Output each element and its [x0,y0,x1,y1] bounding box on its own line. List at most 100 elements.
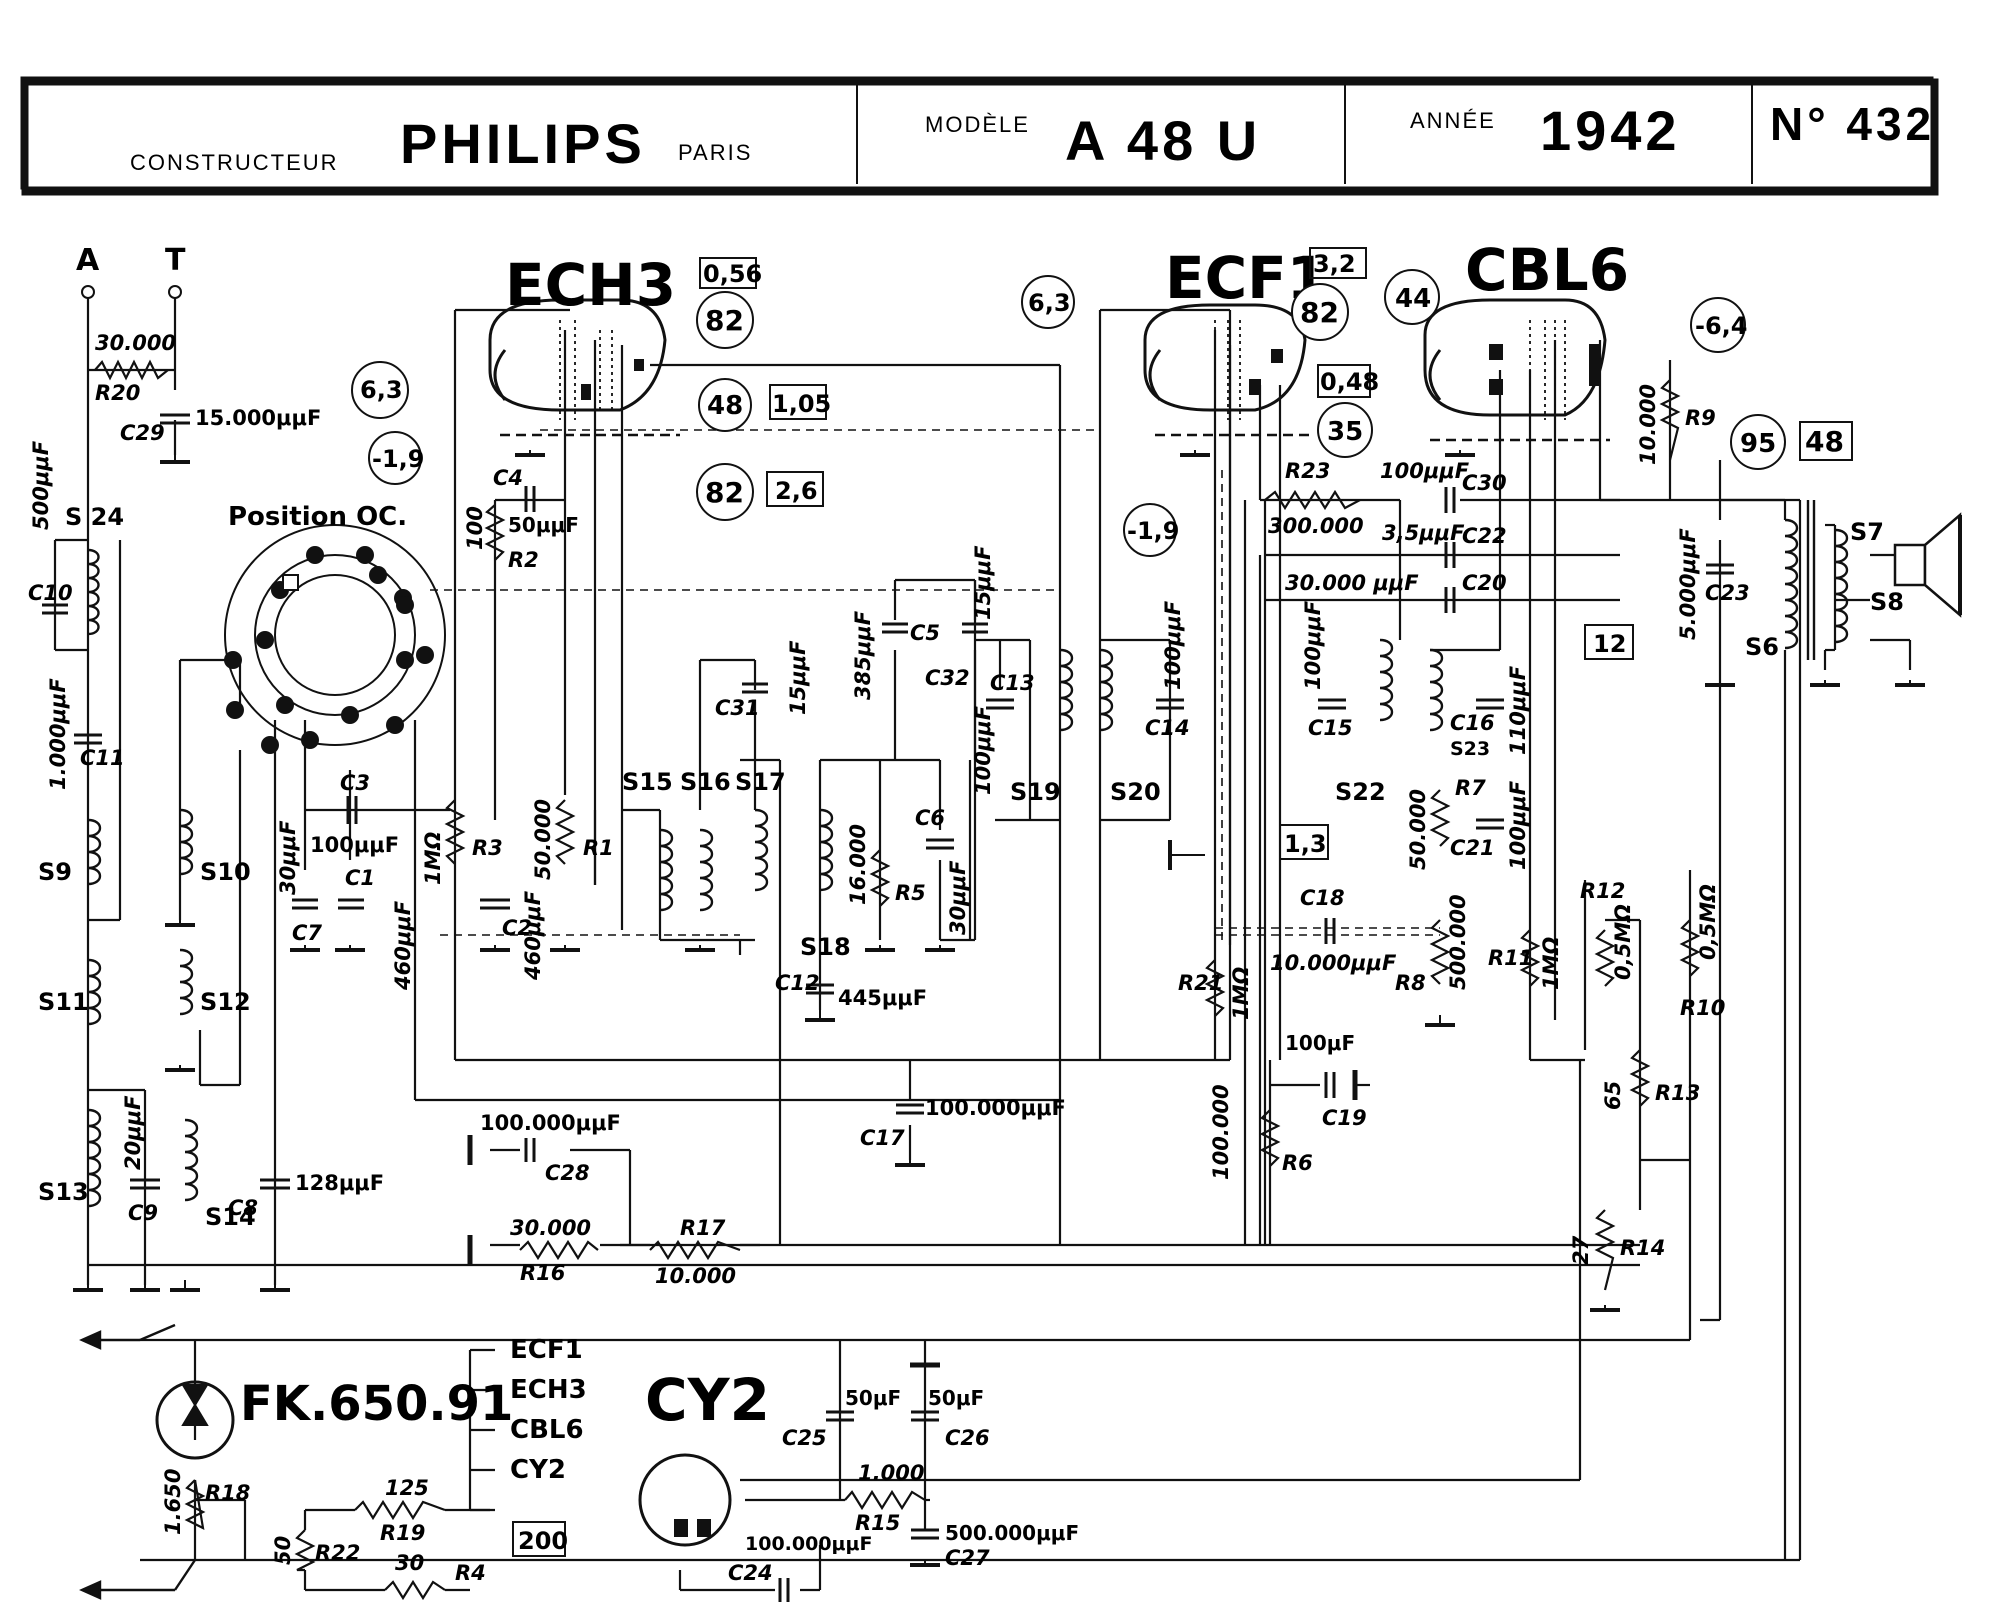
sheet-number: N° 432 [1770,98,1935,150]
coil-labels: S 24 S9 S10 S11 S12 S13 S14 S15 S16 S17 … [38,503,1904,1231]
boxed-26: 2,6 [775,477,818,505]
mains-switch-icon [139,1323,176,1342]
r14-resistor [1594,1209,1616,1291]
r15-resistor [844,1489,926,1511]
c2-value: 460μμF [521,890,545,981]
c23-label: C23 [1705,581,1750,605]
ground-icon [1810,680,1840,687]
s16-coil [699,828,714,912]
earth-terminal-icon[interactable] [168,285,182,299]
r7-label: R7 [1455,776,1486,800]
c2-label: C2 [502,916,532,940]
s8-label: S8 [1870,588,1904,616]
s19-label: S19 [1010,778,1061,806]
mains-arrow-icon [79,1580,102,1600]
c5-value: 385μμF [851,610,875,700]
c14-value: 100μμF [1161,600,1185,690]
constructeur-label: CONSTRUCTEUR [130,150,339,175]
r13-label: R13 [1655,1081,1700,1105]
s23-coil [1429,648,1444,732]
c29-value: 15.000μμF [195,406,321,430]
r2-label: R2 [508,548,539,572]
r4-resistor [384,1579,446,1601]
r5-label: R5 [895,881,926,905]
c6-value: 30μμF [946,860,970,935]
r9-value: 10.000 [1636,384,1660,465]
c32-label: C32 [925,666,970,690]
box-048 [1317,364,1371,398]
wave-switch[interactable] [224,524,446,754]
s10-coil [179,808,194,876]
ground-icon [480,945,510,952]
c17-value: 100.000μμF [925,1096,1066,1120]
antenna-terminal-icon[interactable] [81,285,95,299]
ground-icon [1705,680,1735,687]
s7-coil [1834,528,1849,644]
circle-48-ech3: 48 [707,391,743,421]
r18-value: 1.650 [161,1469,185,1535]
ground-icon [335,945,365,952]
r15-label: R15 [855,1511,900,1535]
r9-label: R9 [1685,406,1716,430]
r1-label: R1 [583,836,614,860]
s12-coil [179,948,194,1016]
pilot-lamp-label: FK.650.91 [240,1376,513,1432]
r5-value: 16.000 [846,824,870,905]
r6-value: 100.000 [1209,1084,1233,1180]
circle-82-ech3: 82 [705,304,744,337]
r10-label: R10 [1680,996,1725,1020]
s23-label: S23 [1450,738,1490,760]
r11-label: R11 [1488,946,1533,970]
ecf1-voltage-box [1309,247,1367,279]
circle-m64: -6,4 [1695,312,1747,340]
r16-value: 30.000 [510,1216,591,1240]
model-name: A 48 U [1065,109,1261,172]
antenna-label: A [76,243,100,278]
annee-label: ANNÉE [1410,108,1496,133]
s12-label: S12 [200,988,251,1016]
r3-label: R3 [472,836,503,860]
ech3-tube-icon [488,298,667,412]
filament-cbl6: CBL6 [510,1415,584,1445]
earth-label: T [165,243,186,278]
c3-label: C3 [340,771,370,795]
r15-value: 1.000 [858,1461,924,1485]
s18-coil [819,808,834,892]
box-105 [769,384,827,420]
s16-label: S16 [680,768,731,796]
r17-value: 10.000 [655,1264,736,1288]
pilot-lamp-icon [155,1380,235,1460]
c13-value: 100μμF [971,705,995,795]
boxed-48: 48 [1805,425,1844,458]
r5-resistor [869,849,891,907]
boxed-048: 0,48 [1320,368,1379,396]
circle-82-ecf1: 82 [1300,296,1339,329]
r19-resistor [354,1499,446,1521]
s10-label: S10 [200,858,251,886]
r2-value: 100 [463,506,487,550]
cbl6-tube-icon [1423,298,1607,417]
c10-value: 500μμF [29,440,53,530]
s13-coil [87,1108,102,1208]
s9-coil [87,818,102,886]
r23-resistor [1264,489,1361,511]
r8-label: R8 [1395,971,1426,995]
ground-icon [130,1285,160,1292]
c11-label: C11 [80,746,125,770]
c13-label: C13 [990,671,1035,695]
box-48 [1799,421,1853,461]
ground-symbols [73,450,1925,1567]
s20-coil [1099,648,1114,732]
box-200 [512,1521,566,1557]
mains-arrow-icon [79,1330,102,1350]
c31-label: C31 [715,696,760,720]
c22-value: 3,5μμF [1382,521,1465,545]
c28-value: 100.000μμF [480,1111,621,1135]
r3-resistor [444,799,466,865]
r9-resistor [1659,379,1681,461]
s14-label: S14 [205,1203,256,1231]
r2-resistor [484,504,506,561]
c12-value: 445μμF [838,986,927,1010]
s18-label: S18 [800,933,851,961]
tube-internals [181,344,1601,1537]
